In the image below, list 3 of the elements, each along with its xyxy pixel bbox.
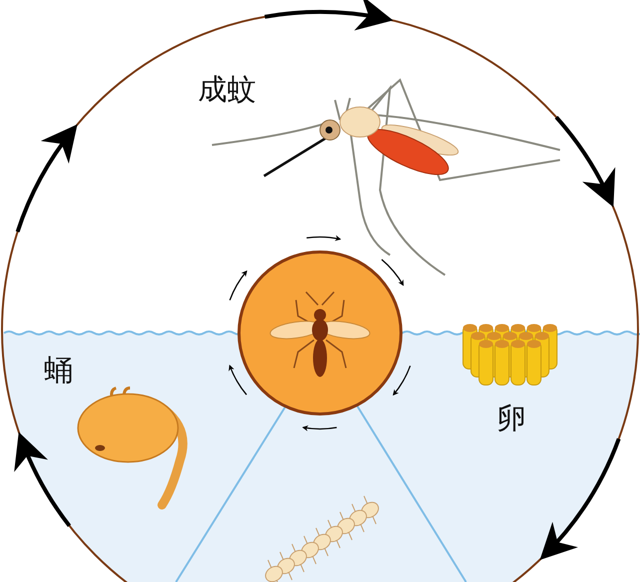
stage-label: 蛹	[44, 355, 73, 387]
stage-label: 成蚊	[198, 74, 256, 106]
stage-label: 卵	[497, 403, 526, 435]
